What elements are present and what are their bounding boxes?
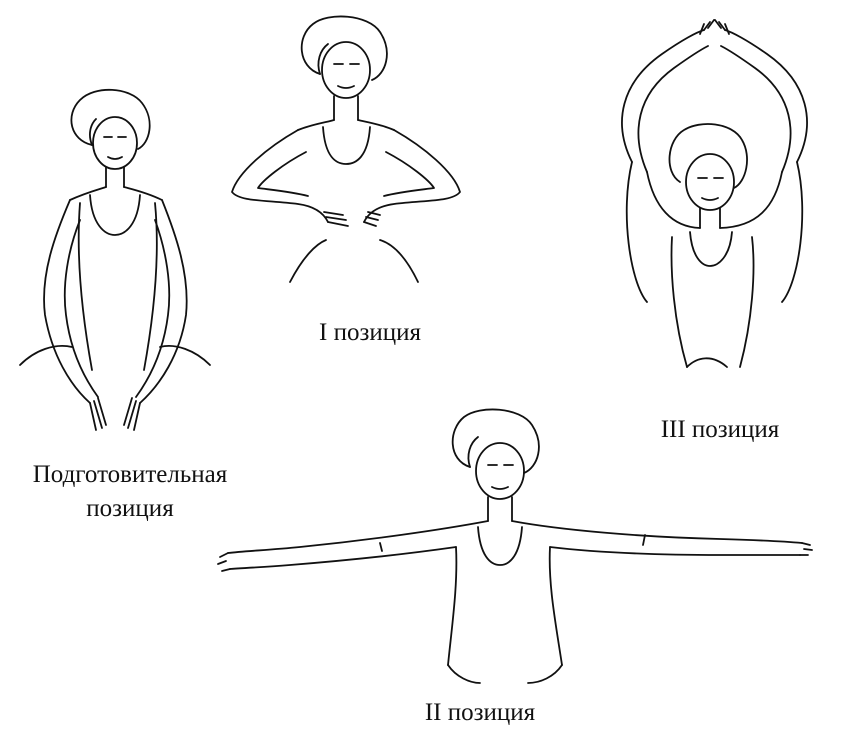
- figure-first-position: [228, 12, 478, 297]
- caption-third-position: III позиция: [630, 415, 810, 445]
- caption-first-position: I позиция: [290, 318, 450, 348]
- figure-preparatory: [10, 85, 220, 440]
- caption-preparatory-line2: позиция: [0, 494, 260, 524]
- figure-third-position: [592, 22, 837, 382]
- caption-second-position: II позиция: [400, 698, 560, 728]
- caption-preparatory-line1: Подготовительная: [0, 460, 260, 490]
- figure-second-position: [220, 405, 810, 695]
- hair: [71, 90, 149, 149]
